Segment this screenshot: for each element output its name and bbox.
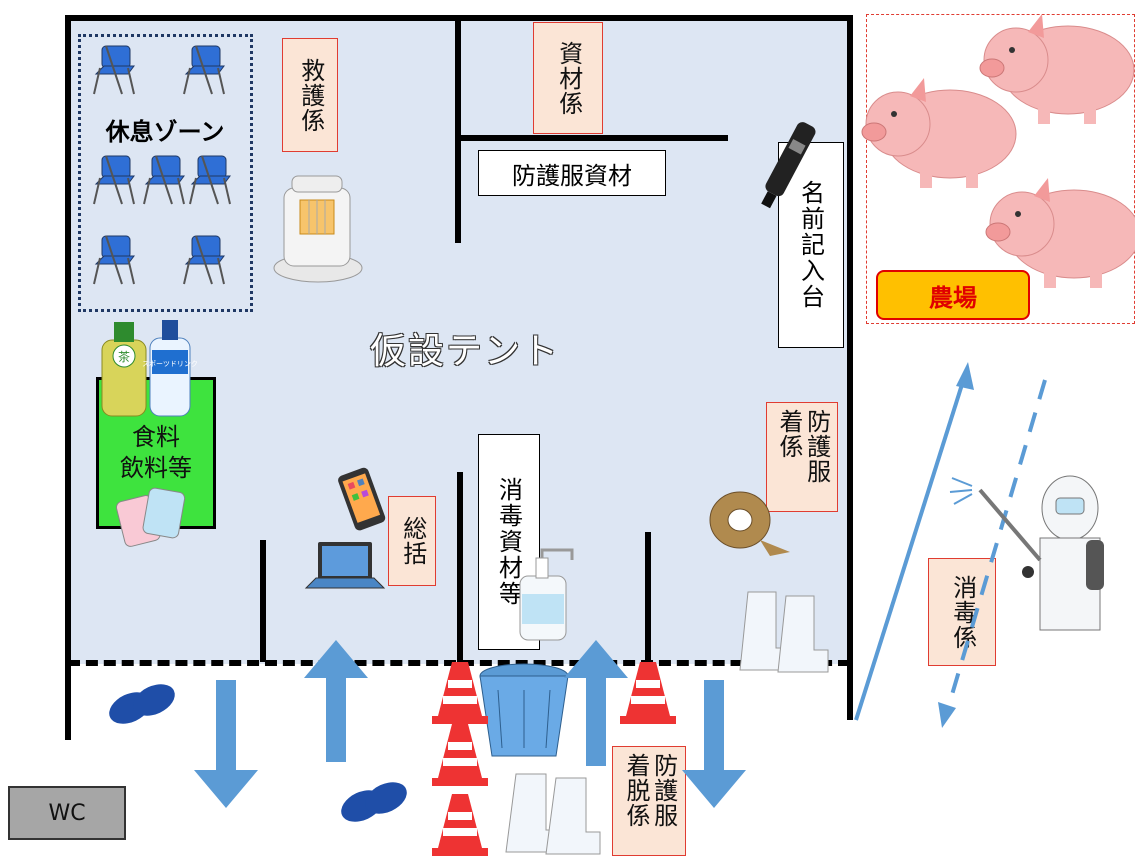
food-label-line1: 食料 [132, 422, 180, 451]
traffic-cone-icon [432, 662, 676, 856]
folding-chair-icon [93, 45, 135, 95]
arrow-up-icon [304, 640, 368, 762]
bucket-icon [479, 663, 569, 757]
arrow-up-icon [564, 640, 628, 766]
pig-icon [861, 78, 1017, 188]
traffic-cone [432, 724, 488, 786]
traffic-cone [620, 662, 676, 724]
partition-lower-left [260, 540, 266, 662]
sanitizer-bottle-icon [519, 548, 574, 641]
arrow-down-icon [682, 680, 746, 808]
tape-roll-icon [709, 491, 790, 556]
smartphone-icon [338, 467, 386, 531]
tent-label: 仮設テント [370, 331, 561, 372]
sprayer-worker-icon [949, 475, 1104, 631]
tea-bottle-icon: 茶 [101, 322, 147, 417]
partition-lower-right [645, 532, 651, 662]
boots-icon [739, 591, 829, 673]
protective-materials-box: 防護服資材 [478, 150, 666, 196]
folding-chair-icon [189, 155, 231, 205]
protective-materials-label: 防護服資材 [512, 161, 632, 190]
partition-top-center [455, 18, 461, 243]
role-disinfection: 消毒係 [928, 558, 996, 666]
traffic-cone [432, 794, 488, 856]
role-rescue-label: 救護係 [296, 57, 325, 133]
wc-label: WC [48, 800, 86, 826]
pig-icon [979, 14, 1135, 124]
tent-wall-right [847, 15, 853, 720]
food-label-line2: 飲料等 [120, 454, 192, 482]
tea-bottle-label: 茶 [118, 349, 130, 364]
role-materials: 資材係 [533, 22, 603, 134]
partition-materials-shelf [458, 135, 728, 141]
partition-lower-center [457, 472, 463, 662]
role-donning-doffing: 防護服着脱係 [612, 746, 686, 856]
role-donning-doffing-label: 防護服着脱係 [622, 753, 678, 828]
disinfect-materials-label: 消毒資材等 [494, 477, 523, 607]
role-donning-label: 防護服着係 [775, 409, 831, 484]
role-donning: 防護服着係 [766, 402, 838, 512]
folding-chair-icon [93, 155, 135, 205]
name-desk-label: 名前記入台 [796, 180, 825, 310]
role-general: 総括 [388, 496, 436, 586]
role-disinfection-label: 消毒係 [948, 574, 977, 650]
laptop-icon [304, 542, 386, 589]
farm-badge: 農場 [876, 270, 1030, 320]
wc-box: WC [8, 786, 126, 840]
folding-chair-icon [143, 155, 185, 205]
sports-drink-bottle-icon: スポーツドリンク [142, 320, 198, 417]
role-general-label: 総括 [398, 516, 427, 566]
boots-icon-outside [505, 773, 601, 855]
traffic-cone [432, 662, 488, 724]
sports-drink-label: スポーツドリンク [142, 360, 198, 368]
kerosene-heater-icon [273, 175, 363, 283]
tent-wall-left [65, 15, 71, 740]
farm-label: 農場 [929, 283, 977, 312]
diagonal-arrow-dashed [938, 379, 1047, 728]
diagonal-arrow-solid [854, 362, 974, 721]
rest-zone-label: 休息ゾーン [105, 118, 225, 146]
folding-chair-icon [183, 235, 225, 285]
folding-chair-icon [183, 45, 225, 95]
role-materials-label: 資材係 [554, 40, 583, 116]
jelly-drink-icon [115, 487, 186, 547]
rest-zone-border [78, 34, 253, 312]
sandals-icon [109, 684, 407, 822]
pig-icon [985, 178, 1135, 288]
arrow-down-icon [194, 680, 258, 808]
folding-chair-icon [93, 235, 135, 285]
marker-pen-icon [761, 122, 816, 209]
role-rescue: 救護係 [282, 38, 338, 152]
